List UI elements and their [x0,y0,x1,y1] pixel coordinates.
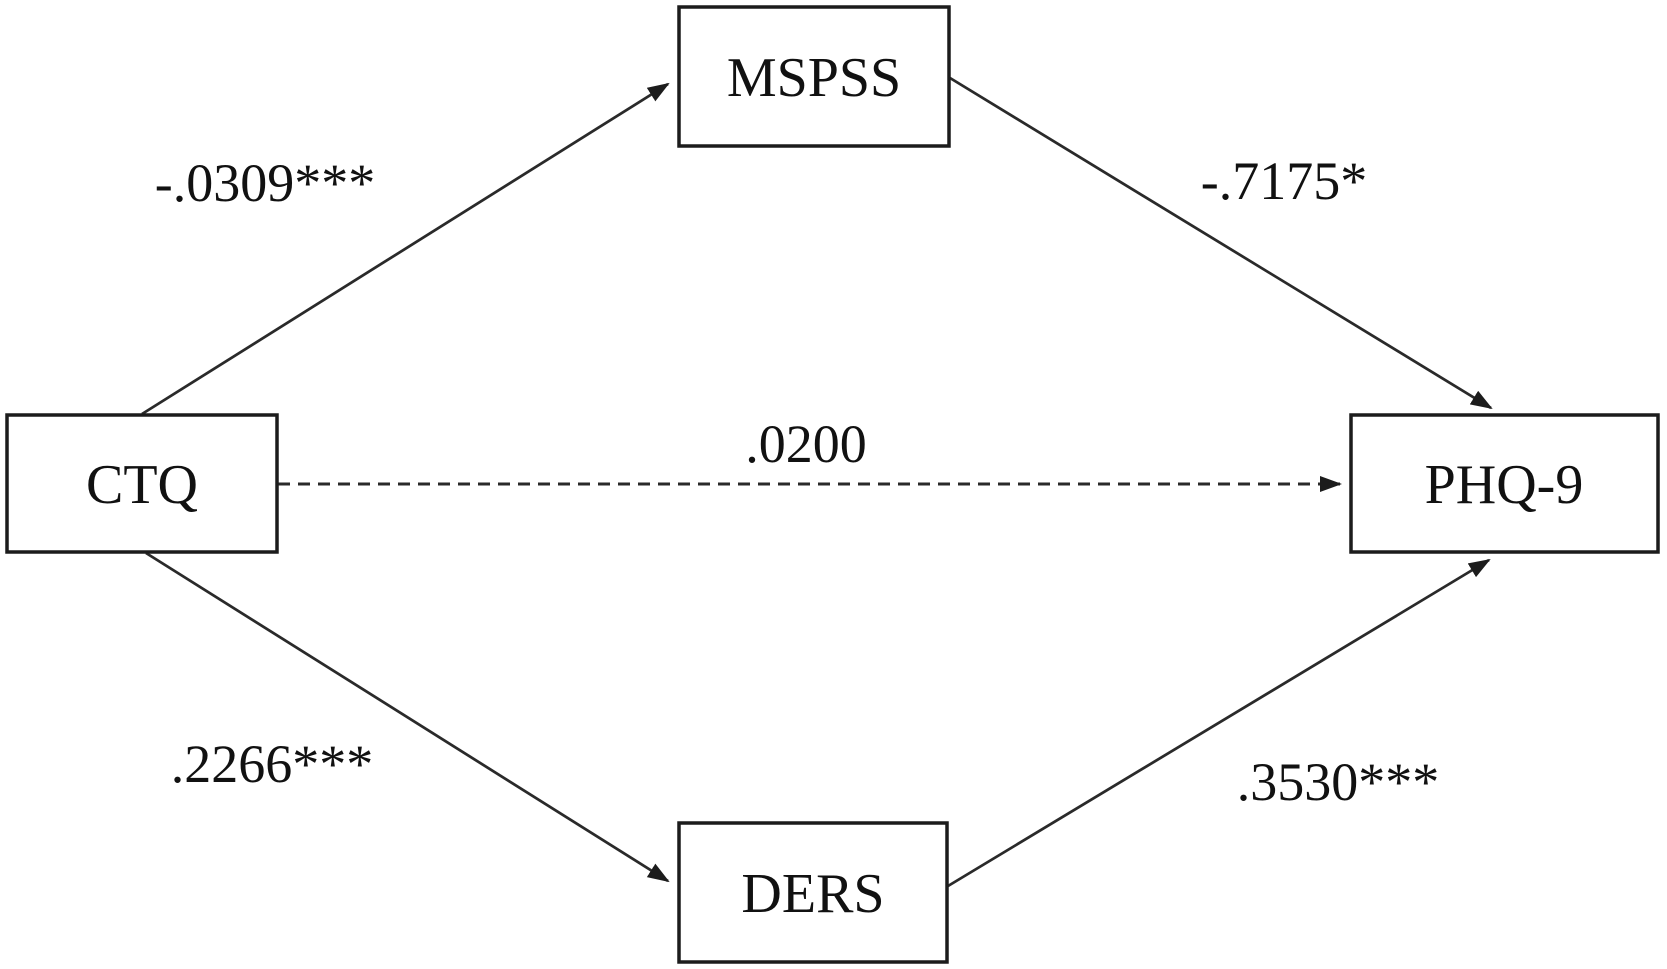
node-ders: DERS [677,821,949,964]
coef-mspss-to-phq9: -.7175* [1201,151,1367,211]
ctq-box [5,413,279,554]
ctq-label: CTQ [86,454,198,516]
phq9-label: PHQ-9 [1425,454,1584,516]
coef-ctq-to-phq9-direct: .0200 [745,414,867,474]
edge-mspss-to-phq9 [949,76,1493,410]
coef-ctq-to-mspss: -.0309*** [155,153,375,213]
edge-ders-to-phq9 [947,558,1491,888]
mspss-label: MSPSS [727,47,901,109]
node-ctq: CTQ [5,413,279,554]
coef-ctq-to-ders: .2266*** [171,734,374,794]
ders-box [677,821,949,964]
mspss-box [677,5,951,148]
coef-ders-to-phq9: .3530*** [1237,752,1440,812]
ders-label: DERS [741,863,884,925]
node-mspss: MSPSS [677,5,951,148]
edge-ctq-to-ders [145,551,670,883]
phq9-box [1349,413,1660,554]
edge-ctq-to-mspss [141,82,670,416]
node-phq9: PHQ-9 [1349,413,1660,554]
